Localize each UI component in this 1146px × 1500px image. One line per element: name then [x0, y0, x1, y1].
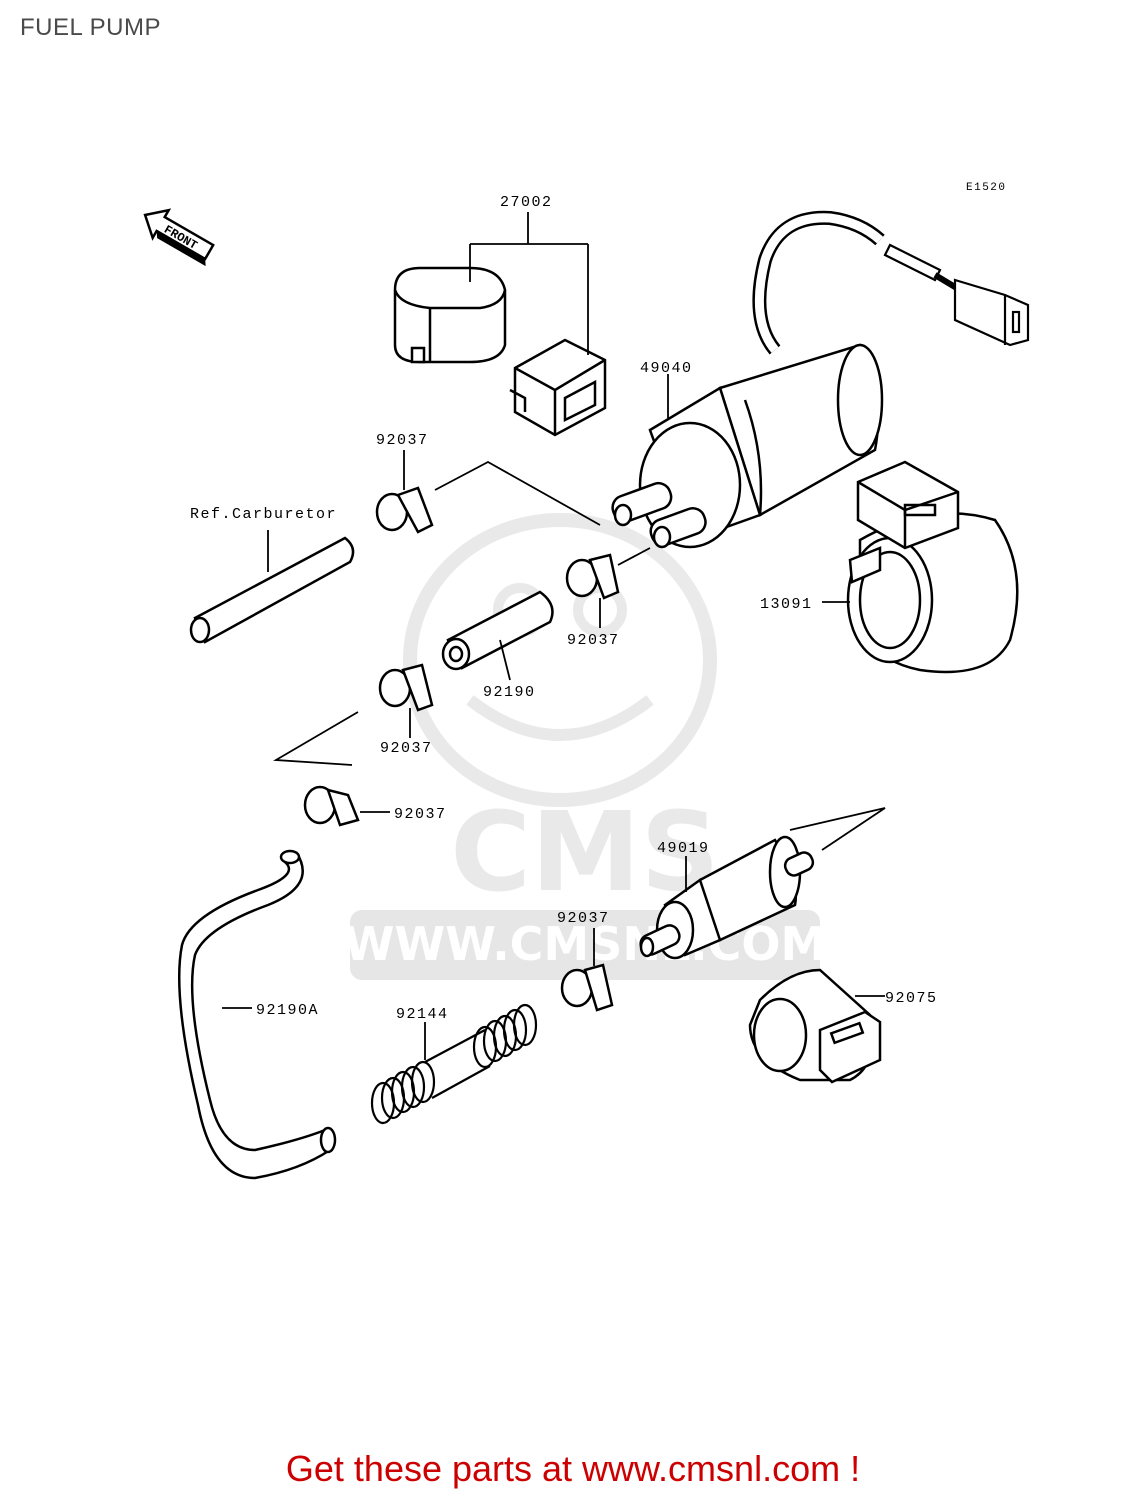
clamp-leader-line	[273, 711, 359, 766]
hose-clamp-d	[303, 785, 360, 827]
hose-clamp-a	[375, 486, 434, 534]
callout-92075: 92075	[885, 990, 938, 1007]
callout-92037-d: 92037	[394, 806, 447, 823]
promo-link[interactable]: Get these parts at www.cmsnl.com !	[285, 1448, 861, 1489]
relay-connector	[509, 338, 607, 437]
fuel-filter-49019	[639, 835, 815, 960]
front-arrow-icon: FRONT	[143, 208, 215, 267]
callout-49040: 49040	[640, 360, 693, 377]
pump-hose-lines	[434, 460, 651, 566]
hose-clamp-b	[565, 553, 620, 600]
callout-92037-e: 92037	[557, 910, 610, 927]
diagram-code: E1520	[966, 182, 1007, 194]
callout-ref-carburetor: Ref.Carburetor	[190, 506, 337, 523]
callout-92144: 92144	[396, 1006, 449, 1023]
callout-92190A: 92190A	[256, 1002, 319, 1019]
page-title: FUEL PUMP	[20, 14, 161, 41]
callout-27002: 27002	[500, 194, 553, 211]
pump-wire-connector	[883, 243, 1030, 347]
callout-13091: 13091	[760, 596, 813, 613]
leader-27002	[469, 212, 589, 355]
cmsnl-watermark: CMS WWW.CMSNL.COM	[344, 513, 826, 980]
short-hose-92190	[441, 590, 554, 671]
watermark-brand: CMS	[450, 788, 719, 916]
carburetor-hose	[189, 530, 355, 644]
relay-27002	[393, 266, 507, 364]
callout-92037-c: 92037	[380, 740, 433, 757]
leader-92190	[499, 639, 511, 681]
callout-92037-a: 92037	[376, 432, 429, 449]
long-hose-92190A	[178, 849, 337, 1180]
fuel-pump-49040	[611, 210, 885, 549]
spring-92144	[370, 1003, 538, 1125]
callout-92037-b: 92037	[567, 632, 620, 649]
filter-leader-line	[789, 807, 886, 851]
hose-clamp-e	[560, 963, 614, 1012]
hose-clamp-c	[378, 663, 434, 712]
band-92075	[748, 968, 882, 1084]
callout-49019: 49019	[657, 840, 710, 857]
callout-92190: 92190	[483, 684, 536, 701]
bracket-13091	[846, 460, 1019, 674]
